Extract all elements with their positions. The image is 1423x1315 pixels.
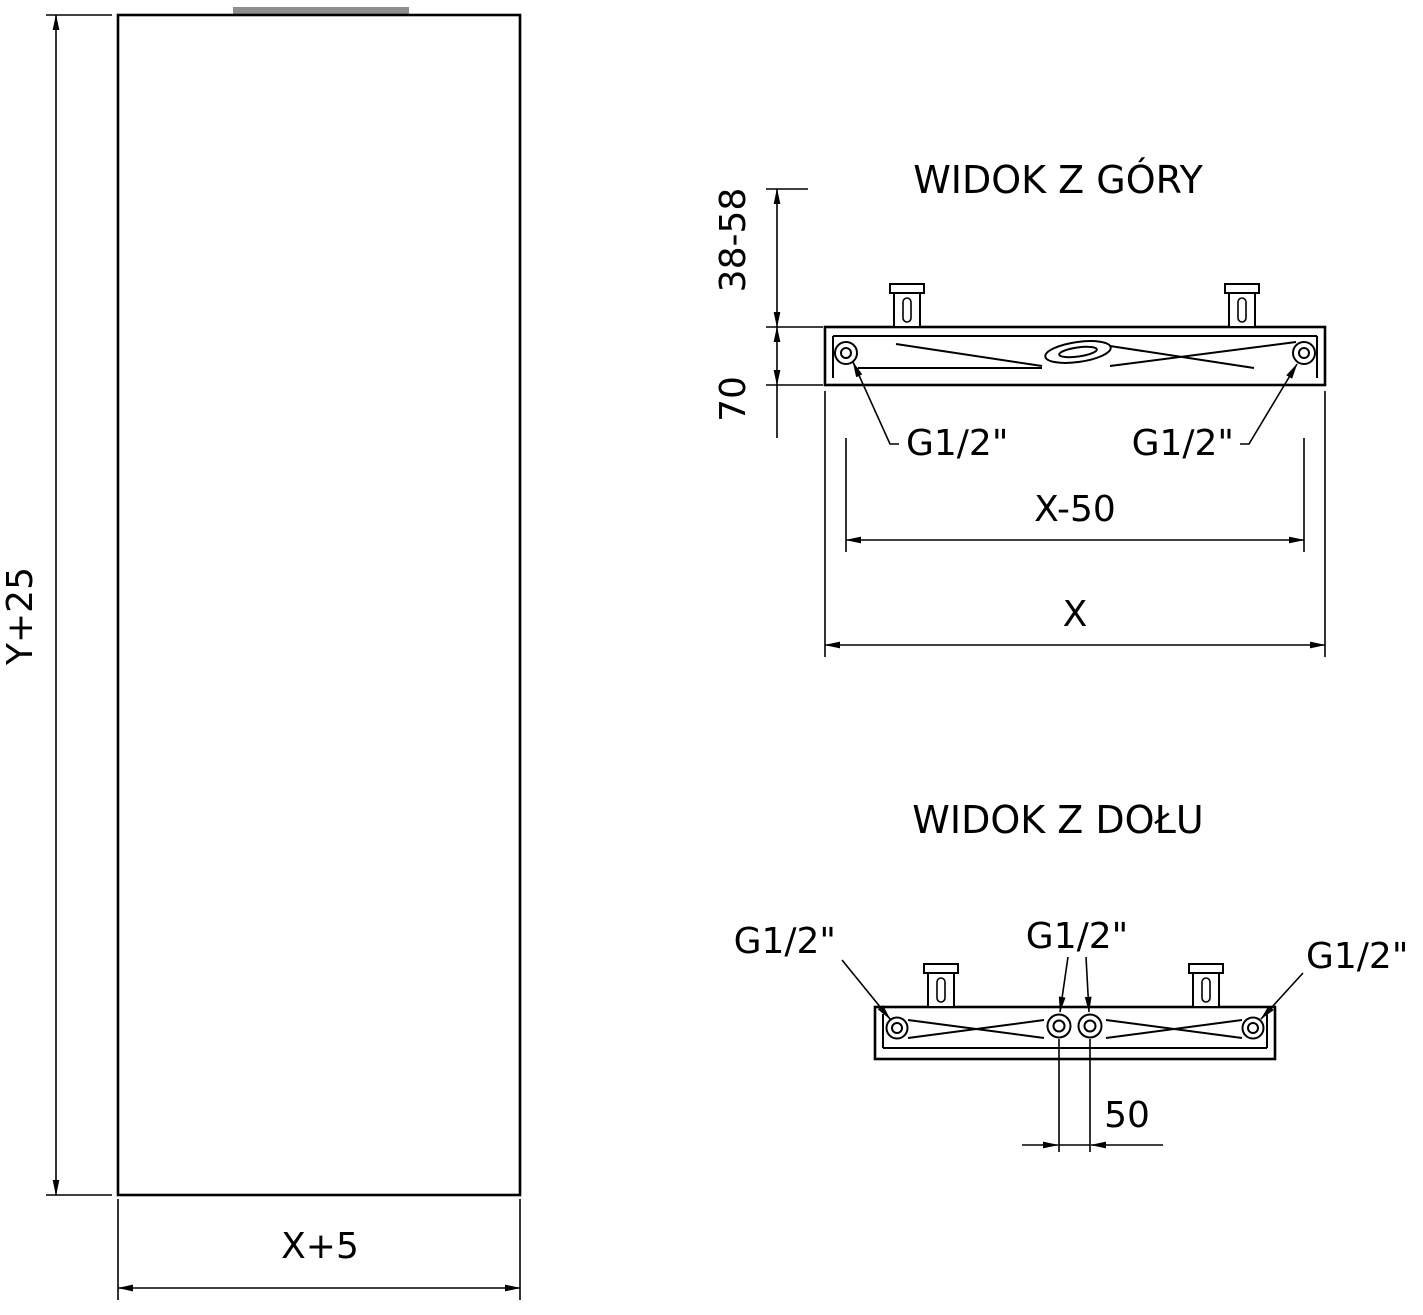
center-connection-label: G1/2" <box>1026 916 1128 957</box>
connection-spacing-dim-label: X-50 <box>1034 489 1116 530</box>
leader-line <box>852 361 899 445</box>
left-connection-port-bore <box>840 347 852 359</box>
leader-line <box>1084 956 1092 1013</box>
center-connection-port-left <box>1046 1013 1072 1039</box>
left-connection-port-bore <box>891 1022 903 1034</box>
top-view-profile <box>823 325 1327 387</box>
top-view: WIDOK Z GÓRY <box>713 158 1327 657</box>
leader-line <box>841 959 891 1020</box>
width-dim-label: X+5 <box>281 1226 359 1267</box>
center-connection-port-right <box>1077 1013 1103 1039</box>
center-connection-port-right-bore <box>1083 1019 1097 1033</box>
width-dimension: X+5 <box>117 1199 521 1300</box>
overall-width-dim-label: X <box>1063 594 1088 635</box>
center-connection-port-left-bore <box>1052 1019 1066 1033</box>
wall-offset-dim-label: 38-58 <box>713 188 754 293</box>
depth-dimension-stack: 38-58 70 <box>713 188 823 438</box>
center-fitting-inner <box>1058 345 1098 359</box>
hanger-slot <box>1237 297 1247 323</box>
top-view-title: WIDOK Z GÓRY <box>913 158 1203 202</box>
right-hanger-bracket <box>1188 963 1224 1008</box>
center-fitting <box>1044 340 1112 364</box>
hanger-flange <box>923 963 959 974</box>
leader-line <box>1240 363 1298 445</box>
left-connection-port <box>885 1016 909 1040</box>
flow-channel-lines <box>907 1019 1243 1039</box>
leader-line <box>1058 956 1069 1013</box>
hanger-flange <box>1188 963 1224 974</box>
panel-outline <box>116 13 522 1197</box>
hanger-slot <box>1201 977 1211 1003</box>
depth-dim-label: 70 <box>713 376 754 422</box>
profile-inner-lines <box>882 1014 1268 1049</box>
center-fitting-outer <box>1044 340 1112 364</box>
left-connection-port <box>834 341 858 365</box>
left-connection-label: G1/2" <box>906 423 1008 464</box>
right-connection-label: G1/2" <box>1306 936 1408 977</box>
extension-lines <box>766 188 823 438</box>
center-spacing-dimension: 50 <box>1022 1039 1163 1152</box>
leader-line <box>1260 972 1304 1020</box>
connection-spacing-dimension: X-50 <box>845 438 1305 552</box>
hanger-flange <box>889 283 925 294</box>
right-connection-port-bore <box>1298 347 1310 359</box>
bottom-view-connection-labels: G1/2" G1/2" G1/2" <box>734 916 1408 1020</box>
bottom-view-profile <box>873 1005 1277 1061</box>
profile-inner-lines <box>832 335 1318 378</box>
right-connection-port <box>1241 1016 1265 1040</box>
right-hanger-bracket <box>1224 283 1260 328</box>
front-view: Y+25 X+5 <box>0 7 522 1300</box>
hanger-slot <box>936 977 946 1003</box>
height-dimension: Y+25 <box>0 14 112 1196</box>
right-connection-port <box>1292 341 1316 365</box>
hanger-slot <box>902 297 912 323</box>
hanger-flange <box>1224 283 1260 294</box>
flow-channel-lines <box>858 341 1297 369</box>
bottom-view: WIDOK Z DOŁU G1 <box>734 798 1408 1152</box>
height-dim-label: Y+25 <box>0 567 41 666</box>
center-spacing-dim-label: 50 <box>1104 1095 1150 1136</box>
right-connection-label: G1/2" <box>1132 423 1234 464</box>
left-connection-label: G1/2" <box>734 921 836 962</box>
right-connection-port-bore <box>1247 1022 1259 1034</box>
profile-outline <box>873 1005 1277 1061</box>
wall-bracket-strip <box>233 7 409 16</box>
left-hanger-bracket <box>923 963 959 1008</box>
top-view-connection-labels: G1/2" G1/2" <box>852 361 1298 464</box>
bottom-view-title: WIDOK Z DOŁU <box>912 798 1203 842</box>
overall-width-dimension: X <box>824 391 1326 657</box>
left-hanger-bracket <box>889 283 925 328</box>
